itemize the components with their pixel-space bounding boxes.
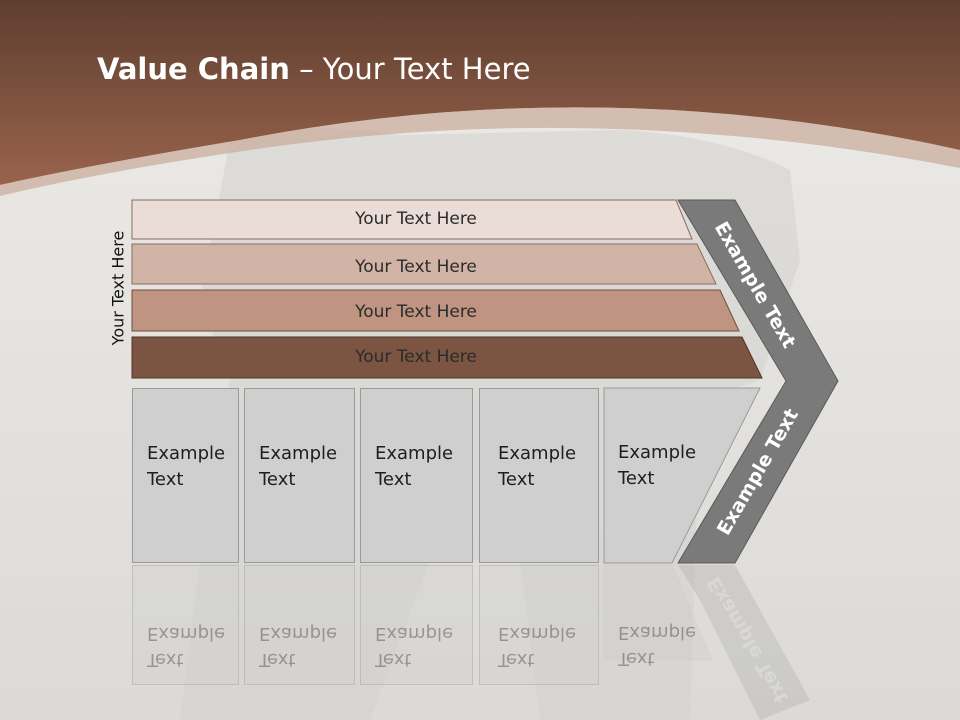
chevron-shape <box>677 199 839 564</box>
box-2-line1: Example <box>259 443 338 464</box>
title-bold: Value Chain <box>97 52 290 86</box>
box-3-reflection: Text Example <box>360 565 473 685</box>
box-5-reflection <box>603 564 713 661</box>
box-3-reflection-line1: Example <box>375 623 454 644</box>
box-5-shape <box>603 387 761 564</box>
chevron-reflection <box>678 565 810 720</box>
band-label-3: Your Text Here <box>355 302 477 322</box>
slide-title: Value Chain – Your Text Here <box>97 52 531 86</box>
box-3-reflection-line2: Text <box>375 649 412 670</box>
box-3-line1: Example <box>375 443 454 464</box>
box-5-reflection-line1: Example <box>618 622 697 643</box>
box-4-line1: Example <box>498 443 577 464</box>
box-1-line1: Example <box>147 443 226 464</box>
box-1-reflection: Text Example <box>132 565 239 685</box>
box-5-reflection-area: Text Example <box>604 565 704 685</box>
box-4-line2: Text <box>498 469 535 490</box>
box-1-reflection-line2: Text <box>147 649 184 670</box>
box-1-reflection-line1: Example <box>147 623 226 644</box>
box-2-line2: Text <box>259 469 296 490</box>
box-1-reflection-text: Text Example <box>147 620 225 672</box>
band-label-1: Your Text Here <box>355 209 477 229</box>
box-2-reflection: Text Example <box>244 565 355 685</box>
band-2 <box>131 243 717 285</box>
band-1 <box>131 199 693 240</box>
box-1-line2: Text <box>147 469 184 490</box>
band-3 <box>131 289 740 332</box>
box-5-line2: Text <box>618 468 655 489</box>
band-label-4: Your Text Here <box>355 347 477 367</box>
title-rest: – Your Text Here <box>289 52 531 86</box>
box-3-reflection-text: Text Example <box>375 620 453 672</box>
box-5-reflection-line2: Text <box>618 648 655 669</box>
box-2-reflection-line1: Example <box>259 623 338 644</box>
box-5-reflection-text: Text Example <box>618 619 696 671</box>
box-2-reflection-line2: Text <box>259 649 296 670</box>
box-4-reflection-line1: Example <box>498 623 577 644</box>
band-label-2: Your Text Here <box>355 257 477 277</box>
box-4-reflection-text: Text Example <box>498 620 576 672</box>
band-4 <box>131 336 763 379</box>
box-3-line2: Text <box>375 469 412 490</box>
box-5-line1: Example <box>618 442 697 463</box>
box-4-reflection: Text Example <box>479 565 599 685</box>
box-4-reflection-line2: Text <box>498 649 535 670</box>
box-2-reflection-text: Text Example <box>259 620 337 672</box>
